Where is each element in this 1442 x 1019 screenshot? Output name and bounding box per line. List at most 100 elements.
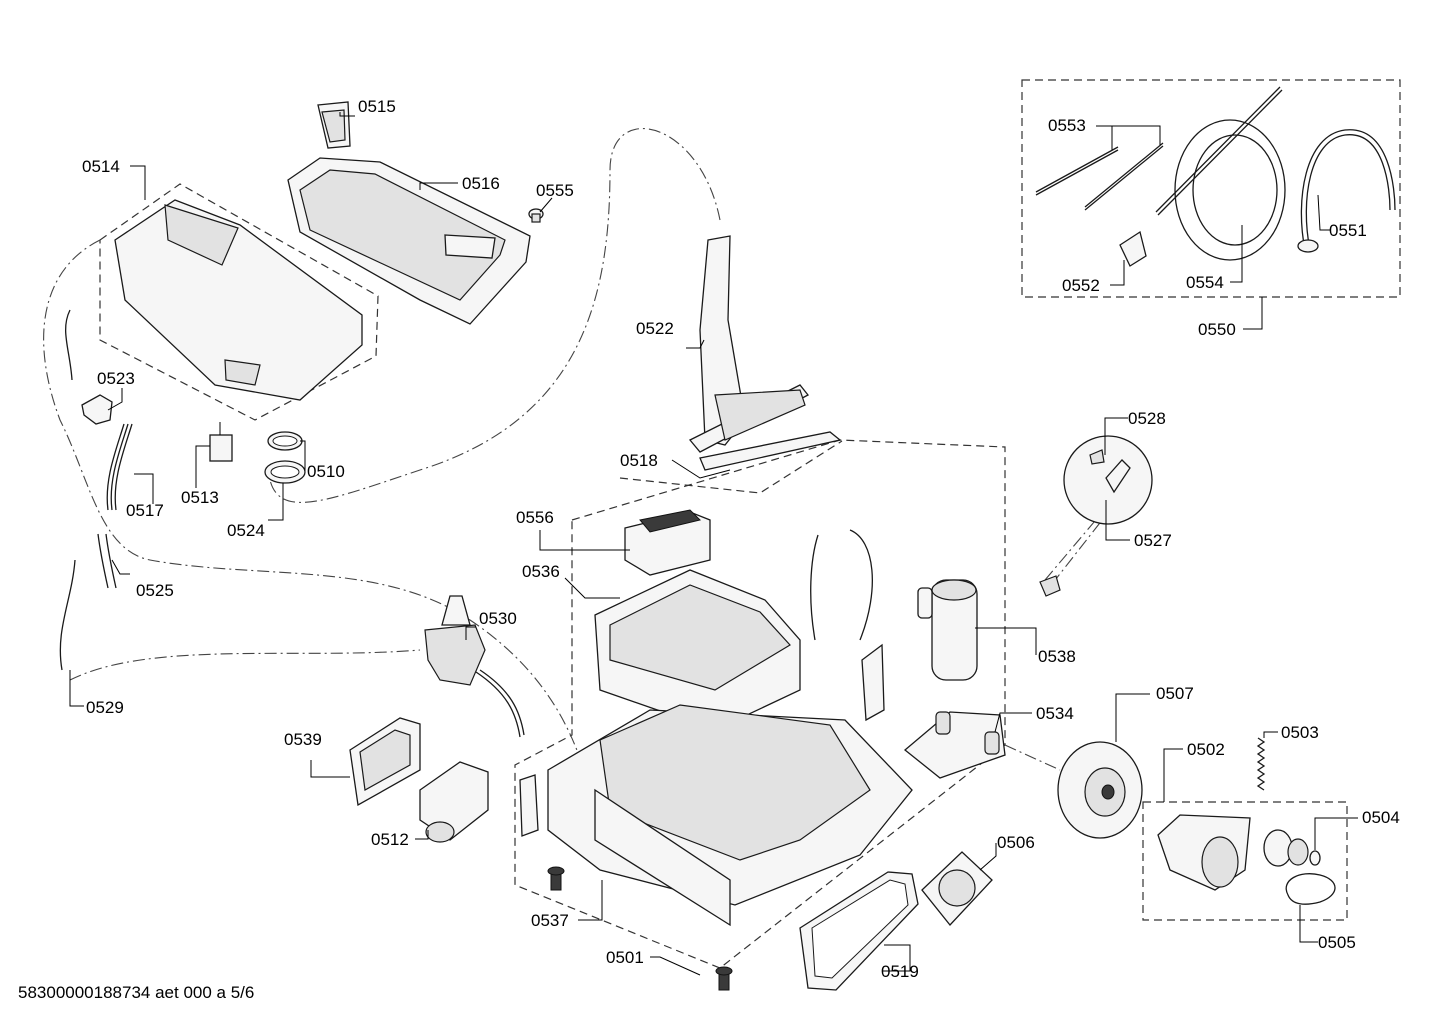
group-frame-0502 xyxy=(1142,801,1348,921)
part-0539-cover xyxy=(349,717,421,807)
part-0506-fan xyxy=(921,851,993,926)
label-0550: 0550 xyxy=(1198,320,1236,339)
part-0525-hose xyxy=(97,533,117,589)
label-0554: 0554 xyxy=(1186,273,1224,292)
label-0515: 0515 xyxy=(358,97,396,116)
leader-0523 xyxy=(107,388,123,411)
leader-0554 xyxy=(1230,225,1243,283)
parts xyxy=(59,86,1396,991)
label-0523: 0523 xyxy=(97,369,135,388)
part-0554-coiled-hose xyxy=(1155,86,1286,261)
leader-0515 xyxy=(339,112,355,117)
part-0534-plate xyxy=(903,711,1006,779)
group-frame-0514 xyxy=(99,183,379,421)
label-0556: 0556 xyxy=(516,508,554,527)
part-0538-compressor xyxy=(810,529,978,681)
part-0504-pulley xyxy=(1263,829,1321,867)
hose-route-bottom xyxy=(69,649,421,681)
leader-0517 xyxy=(134,473,154,504)
leader-0553b xyxy=(1096,125,1161,145)
leader-0514 xyxy=(130,165,146,200)
part-0530-pump xyxy=(424,595,525,738)
leader-0502 xyxy=(1163,748,1183,802)
leader-0528 xyxy=(1104,417,1128,455)
label-0503: 0503 xyxy=(1281,723,1319,742)
part-0501-base xyxy=(519,704,913,927)
part-labels: 0515 0514 0516 0555 0553 0551 0552 0554 … xyxy=(82,97,1400,981)
leader-0503 xyxy=(1263,731,1278,738)
hose-route-left xyxy=(43,239,601,851)
label-0504: 0504 xyxy=(1362,808,1400,827)
leader-0504 xyxy=(1314,817,1358,850)
part-0522-duct xyxy=(688,235,809,453)
group-frame-0550 xyxy=(1021,79,1401,298)
leader-0501 xyxy=(650,956,701,976)
leader-0512 xyxy=(415,830,429,840)
part-0505-belt xyxy=(1285,873,1336,905)
leader-0510 xyxy=(300,440,306,471)
part-0553-cable-ties xyxy=(1035,142,1164,211)
label-0538: 0538 xyxy=(1038,647,1076,666)
label-0506: 0506 xyxy=(997,833,1035,852)
part-bracket xyxy=(861,643,885,722)
label-0505: 0505 xyxy=(1318,933,1356,952)
label-0527: 0527 xyxy=(1134,531,1172,550)
part-0523-clip xyxy=(81,394,113,425)
label-0525: 0525 xyxy=(136,581,174,600)
part-0501-screw xyxy=(715,966,733,991)
leader-0519 xyxy=(882,944,911,972)
part-0519-frame-seal xyxy=(799,871,919,991)
part-0510-ring xyxy=(267,431,303,451)
leader-0524 xyxy=(268,483,284,521)
leader-0505 xyxy=(1299,905,1318,943)
label-0534: 0534 xyxy=(1036,704,1074,723)
leader-0525 xyxy=(111,559,130,575)
part-0516-drawer xyxy=(287,157,531,325)
part-0551-clamp xyxy=(1297,129,1396,253)
fan-route xyxy=(1004,744,1061,771)
group-frame-0501 xyxy=(514,439,1006,969)
label-0516: 0516 xyxy=(462,174,500,193)
part-0529-wire xyxy=(59,309,76,671)
leader-0539 xyxy=(310,760,350,778)
label-0510: 0510 xyxy=(307,462,345,481)
part-0514-housing xyxy=(114,199,363,401)
leader-0507 xyxy=(1115,693,1150,742)
label-0513: 0513 xyxy=(181,488,219,507)
label-0539: 0539 xyxy=(284,730,322,749)
leader-0553a xyxy=(1096,125,1113,150)
leader-0522 xyxy=(686,339,705,349)
leader-0538 xyxy=(975,627,1037,655)
group-frame-0518 xyxy=(619,440,843,494)
part-0552-connector xyxy=(1119,230,1147,267)
label-0528: 0528 xyxy=(1128,409,1166,428)
label-0537: 0537 xyxy=(531,911,569,930)
routing-lines xyxy=(43,128,1111,851)
label-0514: 0514 xyxy=(82,157,120,176)
label-0517: 0517 xyxy=(126,501,164,520)
leader-0516 xyxy=(419,182,458,190)
cable-route-0527b xyxy=(1044,514,1101,581)
leader-0527 xyxy=(1105,500,1130,541)
part-0502-motor xyxy=(1157,814,1251,891)
leader-0506 xyxy=(979,843,997,871)
hose-route-top xyxy=(269,128,721,503)
leader-0534 xyxy=(994,712,1032,733)
part-0503-spring xyxy=(1256,737,1266,791)
leader-0551 xyxy=(1317,194,1330,231)
label-0507: 0507 xyxy=(1156,684,1194,703)
leader-0518 xyxy=(671,459,731,479)
part-0512-valve xyxy=(419,761,489,843)
part-0537-screw xyxy=(547,866,565,891)
part-0524-gasket xyxy=(264,460,306,484)
cable-route-0527 xyxy=(1051,509,1111,585)
label-0518: 0518 xyxy=(620,451,658,470)
label-0552: 0552 xyxy=(1062,276,1100,295)
part-0528-sensor xyxy=(1039,435,1153,597)
leader-0537 xyxy=(578,880,603,921)
group-frames xyxy=(99,79,1401,969)
label-0529: 0529 xyxy=(86,698,124,717)
part-0517-hose xyxy=(106,423,133,511)
label-0522: 0522 xyxy=(636,319,674,338)
